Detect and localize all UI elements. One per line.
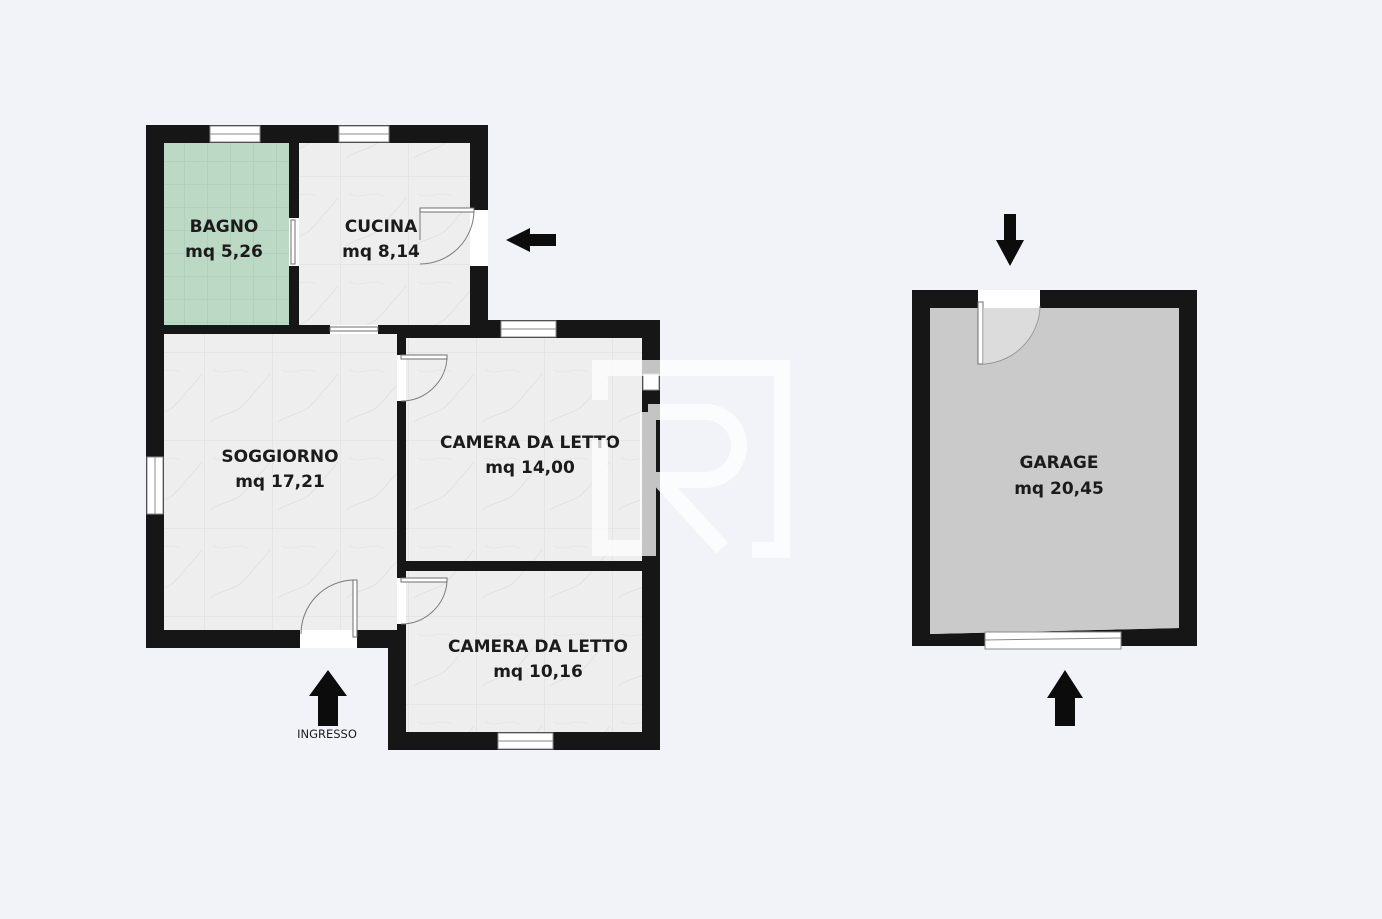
door-ingresso xyxy=(300,579,358,648)
watermark-logo xyxy=(592,360,790,558)
wall-top-soggiorno xyxy=(164,325,470,334)
room-name-cucina: CUCINA xyxy=(345,217,418,237)
soggiorno-floor xyxy=(164,334,397,630)
door-bagno-cucina xyxy=(289,218,299,266)
garage-floor xyxy=(930,308,1179,634)
room-name-bagno: BAGNO xyxy=(190,217,259,237)
window-cucina xyxy=(338,125,390,143)
door-garage-top xyxy=(977,290,1041,365)
camera2-floor xyxy=(406,571,642,732)
window-camera1-top xyxy=(500,320,557,338)
entrance-arrow-up-icon xyxy=(309,670,347,726)
window-camera1-right xyxy=(642,373,660,391)
garage-bottom-opening xyxy=(984,631,1122,650)
door-cucina-soggiorno xyxy=(329,325,379,334)
garage-top-arrow-down-icon xyxy=(996,214,1024,266)
kitchen-arrow-left-icon xyxy=(506,228,556,252)
room-name-camera2: CAMERA DA LETTO xyxy=(448,637,628,657)
room-area-garage: mq 20,45 xyxy=(1014,479,1104,499)
window-soggiorno xyxy=(146,456,164,515)
cucina-floor xyxy=(299,143,470,325)
wall-passage-bottom xyxy=(357,630,406,648)
room-area-camera2: mq 10,16 xyxy=(493,662,583,682)
room-area-bagno: mq 5,26 xyxy=(185,242,263,262)
window-bagno xyxy=(209,125,261,143)
window-camera2 xyxy=(497,732,554,750)
room-name-camera1: CAMERA DA LETTO xyxy=(440,433,620,453)
garage-bottom-arrow-up-icon xyxy=(1047,670,1083,726)
wall-camera1-camera2 xyxy=(406,561,642,571)
room-name-soggiorno: SOGGIORNO xyxy=(221,447,338,467)
door-cucina-exterior xyxy=(419,207,488,266)
room-area-camera1: mq 14,00 xyxy=(485,458,575,478)
apartment: BAGNO mq 5,26 CUCINA mq 8,14 SOGGIORNO m… xyxy=(146,125,660,750)
room-name-garage: GARAGE xyxy=(1020,453,1099,473)
door-camera2 xyxy=(397,577,448,625)
room-area-cucina: mq 8,14 xyxy=(342,242,420,262)
room-area-soggiorno: mq 17,21 xyxy=(235,472,325,492)
entrance-label: INGRESSO xyxy=(297,727,357,741)
wall-soggiorno-camere xyxy=(397,334,406,624)
bagno-floor xyxy=(164,143,289,325)
garage: GARAGE mq 20,45 xyxy=(912,214,1197,726)
door-camera1 xyxy=(397,354,448,402)
